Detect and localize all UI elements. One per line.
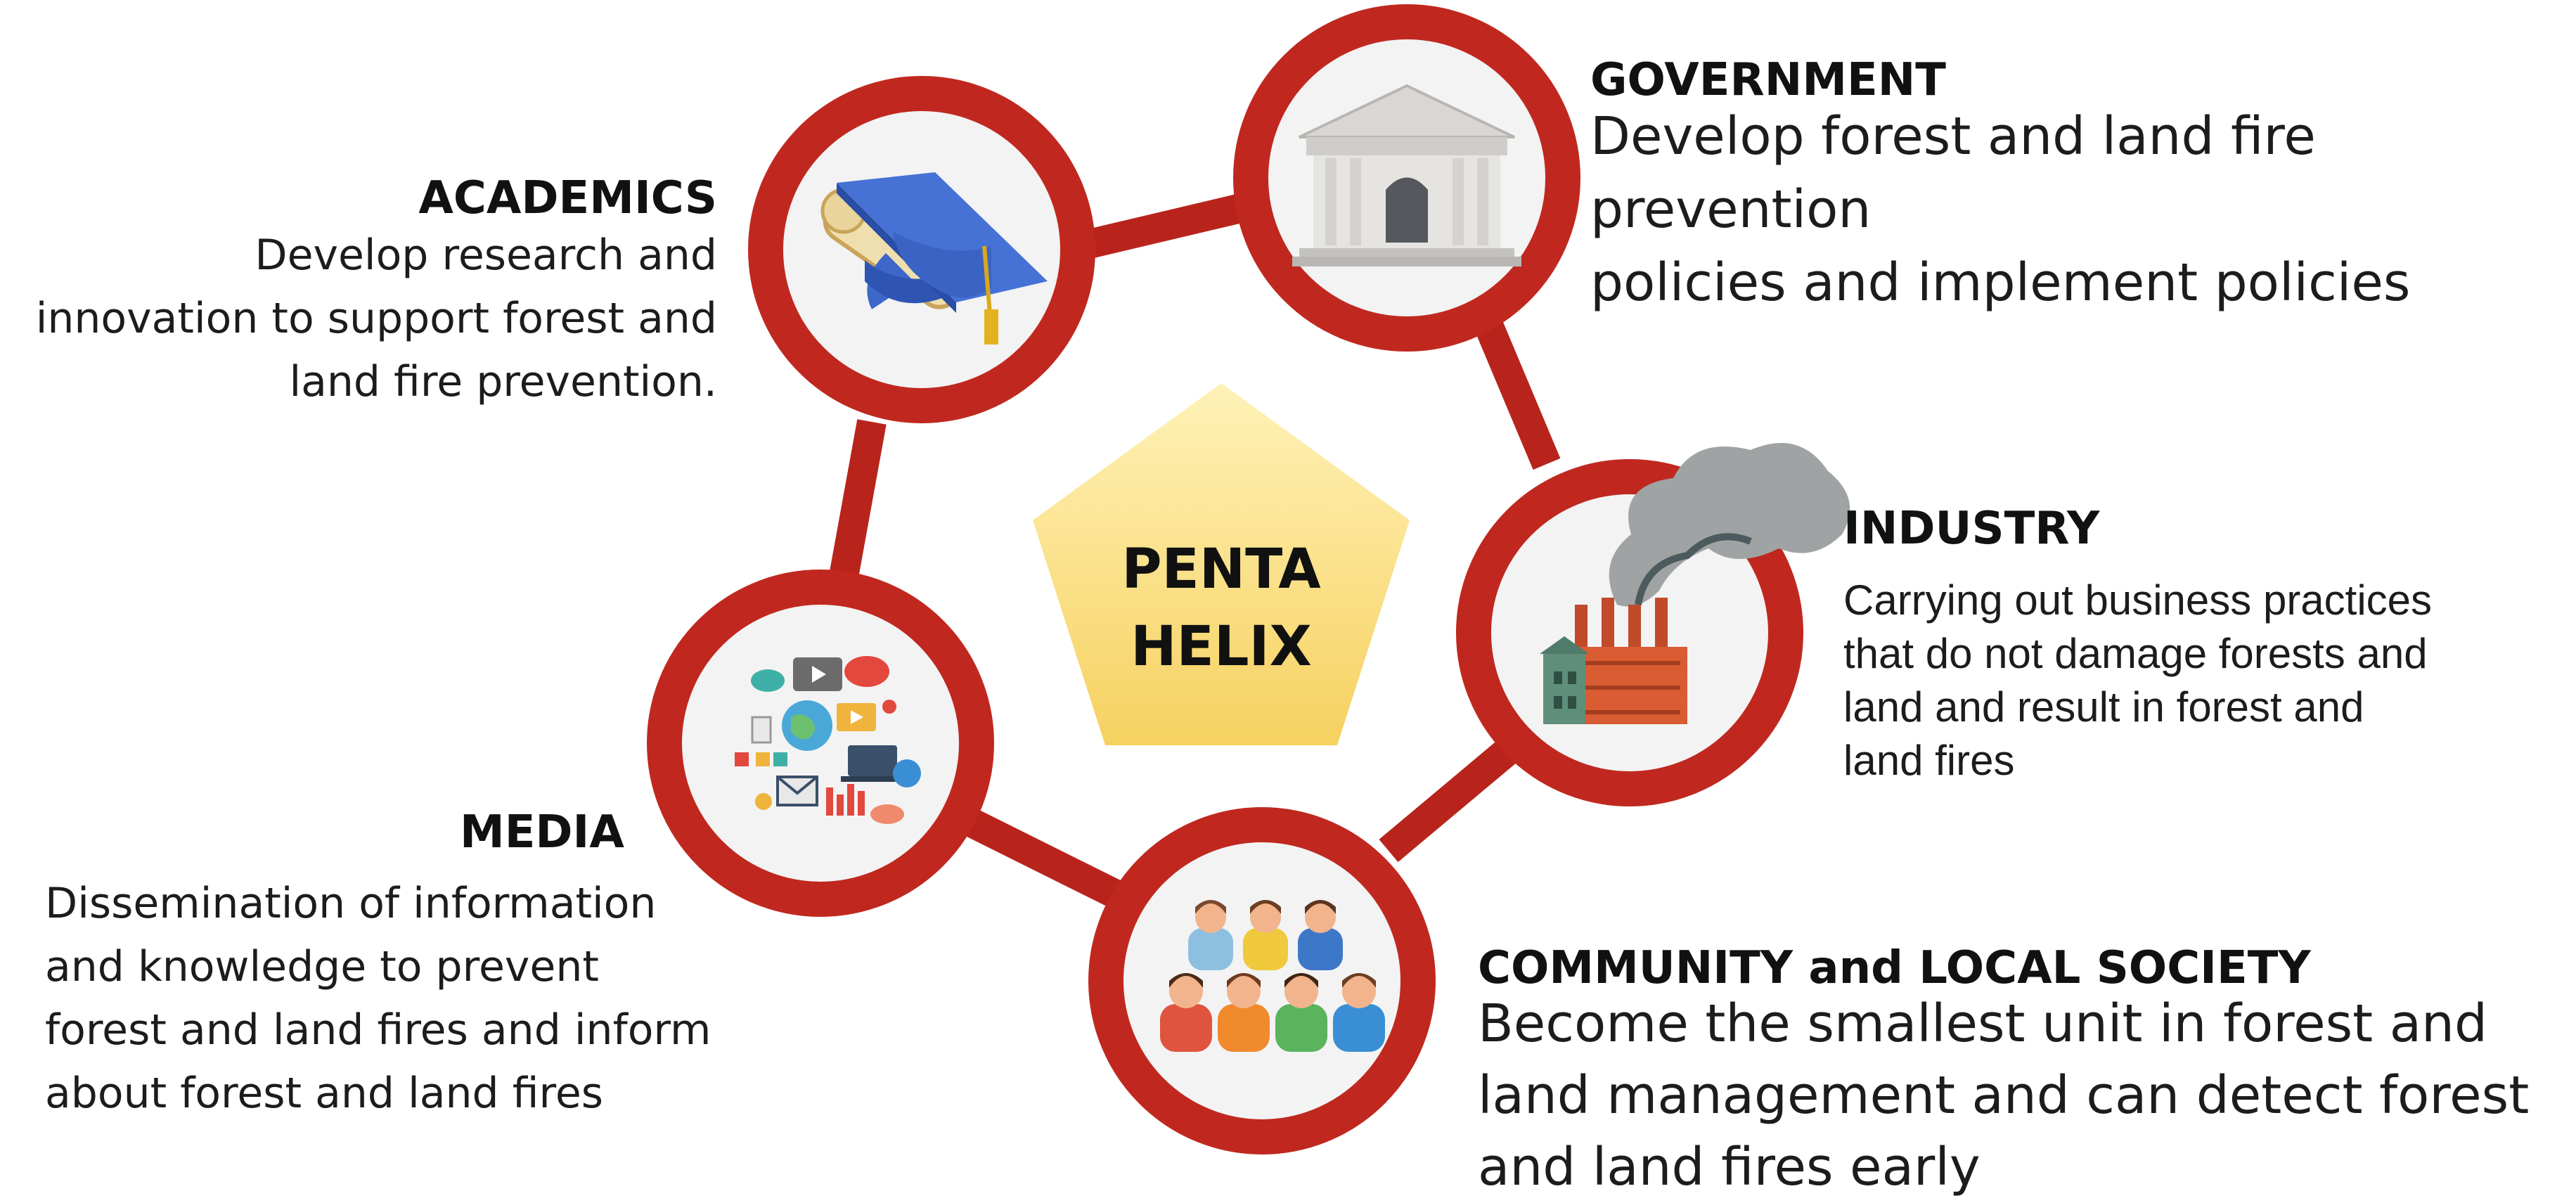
academics-desc-line-2: innovation to support forest and <box>35 294 717 343</box>
government-description: Develop forest and land fire prevention … <box>1590 100 2568 319</box>
industry-desc-line-3: land and result in forest and <box>1843 683 2364 731</box>
connector-community-media <box>962 808 1123 908</box>
media-desc-line-2: and knowledge to prevent <box>45 942 599 991</box>
government-text: GOVERNMENT Develop forest and land fire … <box>1590 51 2568 319</box>
government-desc-line-1: Develop forest and land fire prevention <box>1590 106 2316 240</box>
government-building-icon <box>1292 84 1521 266</box>
media-title: MEDIA <box>460 806 624 858</box>
industry-desc-line-4: land fires <box>1843 737 2015 784</box>
academics-desc-line-1: Develop research and <box>255 231 717 280</box>
community-desc-line-2: land management and can detect forest <box>1478 1065 2530 1126</box>
industry-desc-line-1: Carrying out business practices <box>1843 577 2433 624</box>
community-description: Become the smallest unit in forest and l… <box>1478 988 2568 1203</box>
connector-academics-government <box>1071 191 1256 262</box>
media-text: MEDIA Dissemination of information and k… <box>45 803 748 1125</box>
academics-title: ACADEMICS <box>418 172 717 224</box>
media-desc-line-3: forest and land fires and inform <box>45 1005 711 1055</box>
community-desc-line-3: and land fires early <box>1478 1137 1981 1197</box>
connector-government-industry <box>1474 317 1561 470</box>
factory-smoke-icon <box>1540 443 1850 724</box>
industry-description: Carrying out business practices that do … <box>1843 574 2568 787</box>
connector-media-academics <box>829 419 887 579</box>
government-title: GOVERNMENT <box>1590 54 1946 106</box>
connectors <box>829 191 1561 908</box>
community-text: COMMUNITY and LOCAL SOCIETY Become the s… <box>1478 939 2568 1203</box>
graduation-cap-diploma-icon <box>820 172 1048 345</box>
community-title: COMMUNITY and LOCAL SOCIETY <box>1478 942 2311 994</box>
community-ring <box>1088 807 1436 1154</box>
academics-desc-line-3: land fire prevention. <box>289 357 717 406</box>
media-description: Dissemination of information and knowled… <box>45 872 748 1125</box>
industry-text: INDUSTRY Carrying out business practices… <box>1843 499 2568 787</box>
center-label-line1: PENTA <box>1121 538 1321 601</box>
media-desc-line-1: Dissemination of information <box>45 879 657 928</box>
center-label-line2: HELIX <box>1131 615 1312 678</box>
people-group-icon <box>1160 900 1385 1052</box>
government-desc-line-2: policies and implement policies <box>1590 252 2411 313</box>
academics-description: Develop research and innovation to suppo… <box>7 224 717 413</box>
media-collage-icon <box>735 656 921 824</box>
center-pentagon <box>1033 383 1410 745</box>
media-desc-line-4: about forest and land fires <box>45 1069 604 1118</box>
academics-text: ACADEMICS Develop research and innovatio… <box>7 169 717 413</box>
connector-industry-community <box>1379 737 1520 863</box>
industry-title: INDUSTRY <box>1843 503 2100 555</box>
industry-desc-line-2: that do not damage forests and <box>1843 630 2428 677</box>
community-desc-line-1: Become the smallest unit in forest and <box>1478 993 2487 1054</box>
center-label: PENTA HELIX <box>1081 531 1362 686</box>
